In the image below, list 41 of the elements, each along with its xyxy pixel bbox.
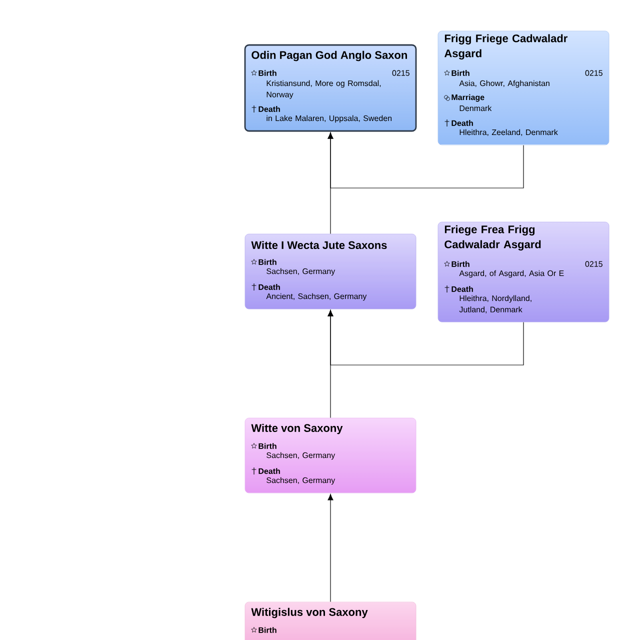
- person-name: Witigislus von Saxony: [251, 608, 368, 618]
- event-label: Birth: [258, 443, 276, 449]
- event-label: Death: [258, 468, 280, 474]
- event-label: Death: [452, 120, 473, 126]
- event-place: Sachsen, Germany: [266, 268, 336, 276]
- person-name: Witte I Wecta Jute Saxons: [251, 240, 387, 250]
- event-place: Denmark: [460, 105, 492, 112]
- person-card: [244, 602, 416, 640]
- person-name: Frigg Friege Cadwaladr Asgard: [444, 34, 568, 60]
- person-name: Witte von Saxony: [251, 424, 343, 434]
- event-date: 0215: [585, 70, 602, 76]
- event-label: Marriage: [452, 94, 484, 102]
- event-label: Birth: [452, 261, 470, 267]
- event-label: Death: [258, 106, 280, 112]
- event-place: Kristiansund, More og Romsdal, Norway: [266, 80, 381, 99]
- event-place: Ancient, Sachsen, Germany: [266, 293, 367, 301]
- event-place: Sachsen, Germany: [266, 452, 336, 460]
- event-label: Birth: [258, 70, 276, 76]
- event-label: Death: [452, 286, 473, 292]
- event-place: Asgard, of Asgard, Asia Or E: [459, 270, 564, 278]
- event-place: Hleithra, Nordylland, Jutland, Denmark: [459, 295, 532, 314]
- person-name: Friege Frea Frigg Cadwaladr Asgard: [444, 225, 541, 250]
- arrow: [328, 494, 334, 602]
- event-label: Death: [258, 284, 280, 290]
- arrow: [328, 132, 524, 188]
- person-card: [244, 418, 416, 494]
- arrow: [328, 310, 524, 366]
- event-place: Asia, Ghowr, Afghanistan: [459, 80, 550, 88]
- event-place: Sachsen, Germany: [266, 477, 336, 485]
- event-place: Hleithra, Zeeland, Denmark: [460, 129, 558, 136]
- event-label: Birth: [452, 70, 470, 76]
- event-label: Birth: [258, 259, 276, 265]
- person-card: [244, 234, 416, 310]
- person-card: [438, 30, 610, 146]
- event-date: 0215: [392, 70, 410, 76]
- event-place: in Lake Malaren, Uppsala, Sweden: [266, 115, 392, 123]
- person-card: [438, 222, 610, 322]
- event-label: Birth: [258, 627, 276, 633]
- event-date: 0215: [585, 261, 602, 267]
- person-name: Odin Pagan God Anglo Saxon: [252, 50, 407, 62]
- person-card: [244, 44, 417, 132]
